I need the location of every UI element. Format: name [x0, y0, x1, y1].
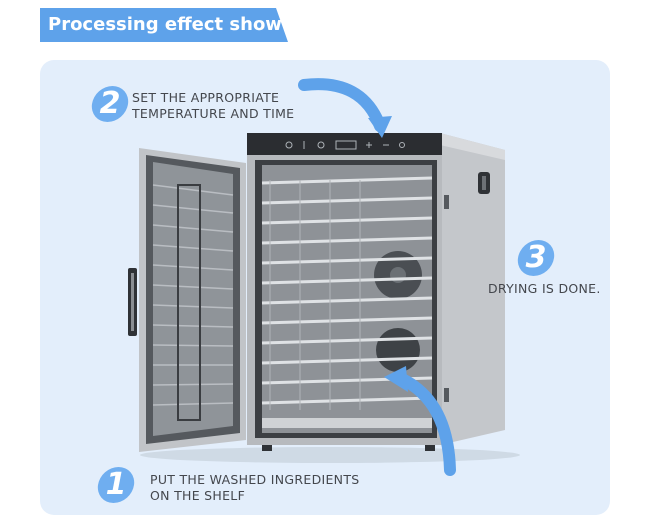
step-2-label-line1: SET THE APPROPRIATE — [132, 90, 280, 105]
section-title: Processing effect show — [48, 14, 282, 35]
title-tab-background — [40, 8, 288, 42]
step-1-label-line1: PUT THE WASHED INGREDIENTS — [150, 472, 360, 487]
step-1-number: 1 — [105, 467, 127, 502]
control-panel — [247, 133, 442, 155]
arrow-to-shelf — [394, 372, 456, 476]
timer-icon — [317, 141, 325, 149]
light-icon — [399, 142, 405, 148]
power-icon — [285, 141, 293, 149]
display-icon — [335, 140, 357, 150]
step-1-label-line2: ON THE SHELF — [150, 488, 246, 503]
step-2-label-line2: TEMPERATURE AND TIME — [132, 106, 295, 121]
arrow-to-panel — [298, 78, 386, 132]
step-3-label: DRYING IS DONE. — [488, 281, 601, 296]
step-2-number: 2 — [99, 86, 121, 121]
step-3-number: 3 — [525, 240, 547, 275]
